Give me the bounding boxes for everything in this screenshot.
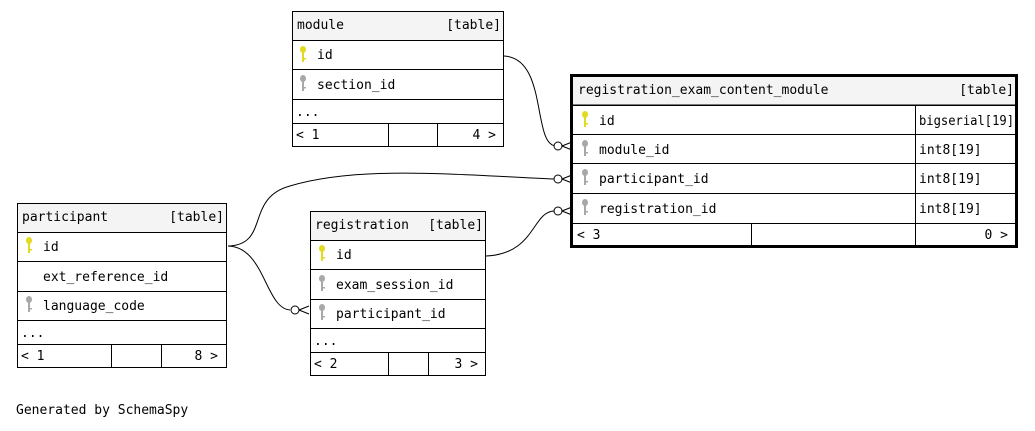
table-registration[interactable] [310, 211, 486, 376]
more-columns: ... [21, 326, 44, 341]
table-name[interactable]: registration [315, 218, 409, 233]
table-name[interactable]: module [297, 18, 344, 33]
column-name[interactable]: participant_id [336, 307, 446, 322]
edge-end-circle [553, 141, 563, 151]
column-type: int8[19] [919, 202, 982, 217]
column-name[interactable]: id [43, 240, 59, 255]
edge-end-circle [553, 206, 563, 216]
table-border [310, 211, 486, 376]
child-count[interactable]: 4 > [473, 128, 497, 143]
key-icon [26, 296, 32, 312]
parent-count[interactable]: < 2 [314, 357, 337, 372]
edge-participant-to-registration [227, 245, 291, 311]
key-icon [319, 304, 325, 320]
table-border [292, 11, 504, 147]
table-tag: [table] [169, 210, 224, 225]
edge-registration-to-recm [485, 210, 555, 257]
more-columns: ... [314, 334, 337, 349]
parent-count[interactable]: < 3 [577, 228, 600, 243]
table-name[interactable]: participant [22, 210, 108, 225]
column-name[interactable]: id [317, 48, 333, 63]
edge-participant-to-recm [227, 172, 555, 247]
key-icon [300, 46, 306, 62]
column-name[interactable]: ext_reference_id [43, 270, 168, 285]
edge-module-to-recm [503, 55, 557, 147]
child-count[interactable]: 8 > [195, 349, 219, 364]
table-border [570, 74, 1018, 248]
column-name[interactable]: language_code [43, 299, 145, 314]
table-tag: [table] [446, 18, 501, 33]
table-module[interactable] [292, 11, 504, 147]
table-participant-content: participant [table] id ext_reference_id … [21, 210, 224, 364]
table-name[interactable]: registration_exam_content_module [578, 83, 829, 98]
child-count[interactable]: 3 > [455, 357, 479, 372]
table-participant[interactable] [17, 203, 227, 368]
table-module-content: module [table] id section_id ... < 1 4 > [296, 18, 501, 143]
key-icon [582, 140, 588, 156]
key-icon [582, 111, 588, 127]
column-type: int8[19] [919, 172, 982, 187]
column-name[interactable]: exam_session_id [336, 278, 453, 293]
table-registration-content: registration [table] id exam_session_id … [314, 218, 483, 372]
table-tag: [table] [959, 83, 1014, 98]
more-columns: ... [296, 105, 319, 120]
column-name[interactable]: id [599, 114, 615, 129]
key-icon [26, 237, 32, 253]
key-icon [582, 199, 588, 215]
child-count[interactable]: 0 > [985, 228, 1009, 243]
table-border [17, 203, 227, 368]
table-tag: [table] [428, 218, 483, 233]
column-name[interactable]: section_id [317, 78, 395, 93]
column-type: bigserial[19] [919, 114, 1014, 129]
key-icon [319, 275, 325, 291]
parent-count[interactable]: < 1 [296, 128, 319, 143]
table-registration-exam-content-module-content: registration_exam_content_module [table]… [577, 83, 1014, 243]
edge-end-circle [553, 174, 563, 184]
edge-crowfoot [298, 305, 310, 315]
key-icon [582, 169, 588, 185]
table-registration-exam-content-module[interactable] [570, 74, 1018, 248]
edge-end-circle [290, 305, 300, 315]
column-type: int8[19] [919, 143, 982, 158]
relationship-edges [227, 55, 573, 315]
parent-count[interactable]: < 1 [21, 349, 44, 364]
table-header-bg [17, 203, 227, 233]
generated-by-footer: Generated by SchemaSpy [16, 403, 189, 418]
column-name[interactable]: registration_id [599, 202, 716, 217]
key-icon [300, 75, 306, 91]
column-name[interactable]: module_id [599, 143, 669, 158]
key-icon [319, 245, 325, 261]
column-name[interactable]: participant_id [599, 172, 709, 187]
column-name[interactable]: id [336, 248, 352, 263]
